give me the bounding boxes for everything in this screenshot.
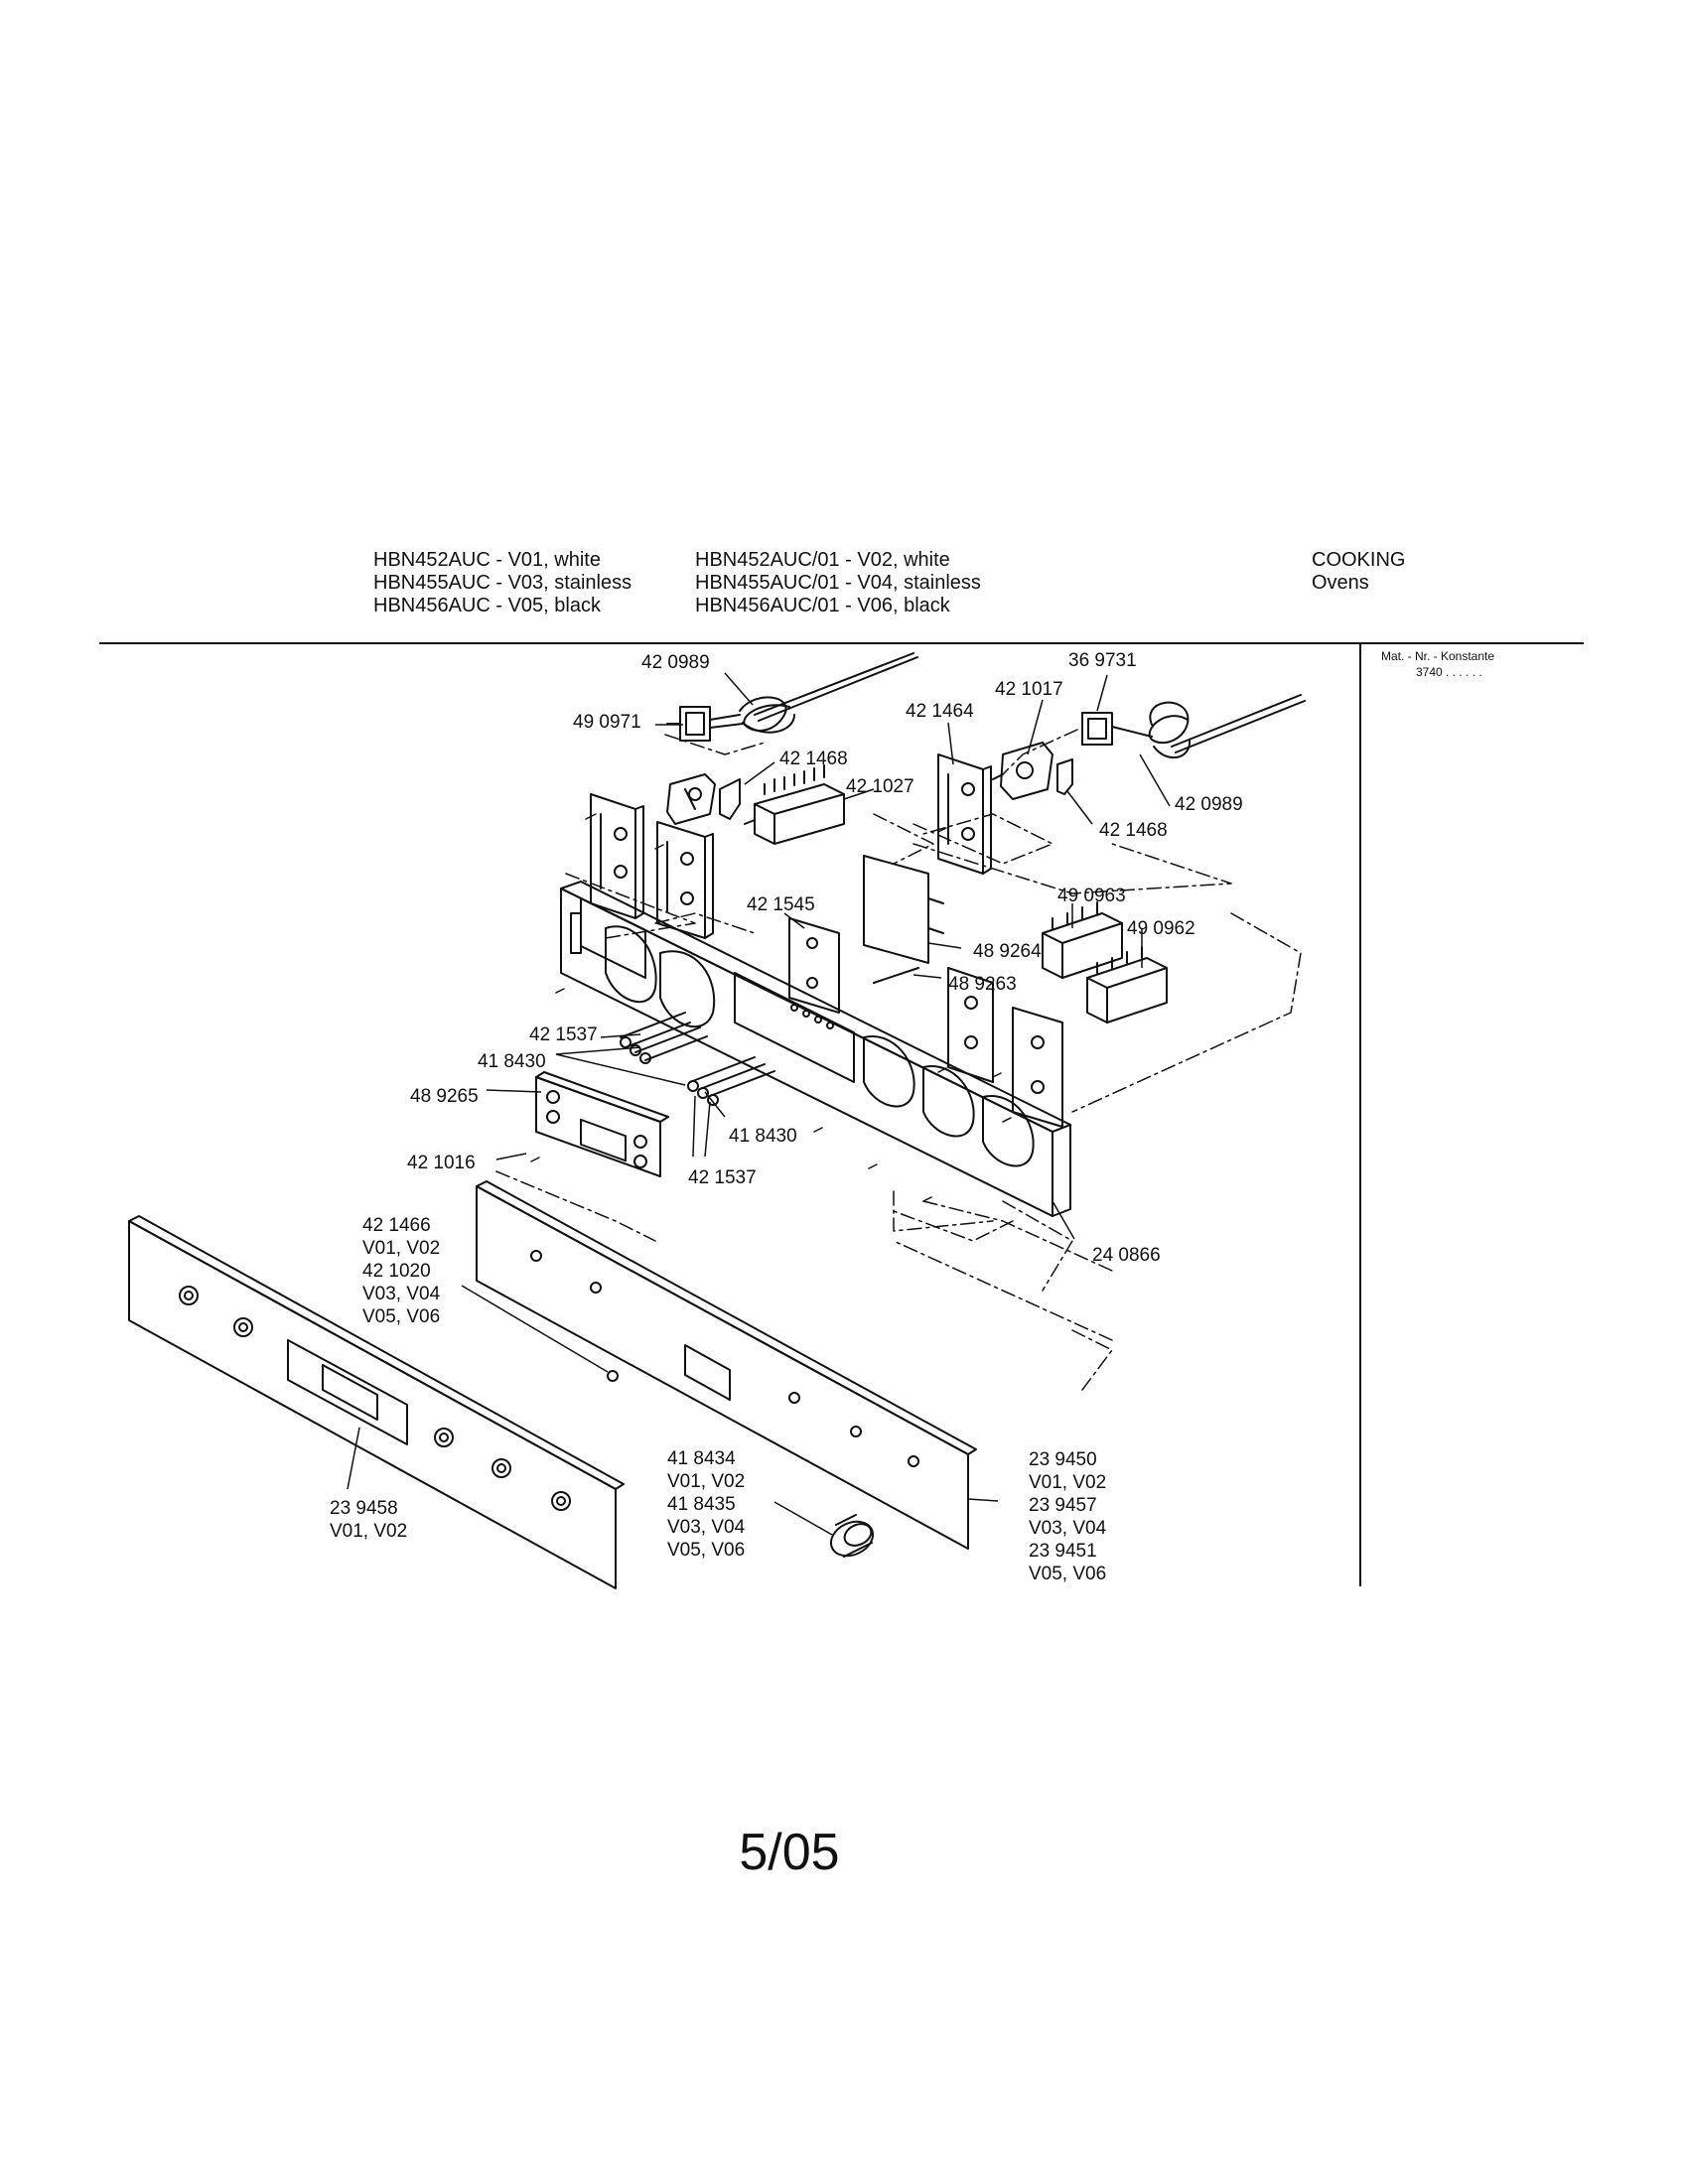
side-divider bbox=[1359, 643, 1361, 1586]
part-label: 42 1017 bbox=[995, 679, 1063, 700]
left-fascia-panel-drawing bbox=[128, 1215, 625, 1589]
push-buttons-drawing bbox=[620, 1012, 775, 1106]
part-label: 42 1466 bbox=[362, 1215, 431, 1236]
part-label: V05, V06 bbox=[1029, 1564, 1106, 1584]
thermostat-left-drawing bbox=[666, 652, 918, 742]
part-label: V01, V02 bbox=[1029, 1472, 1106, 1493]
part-label: 23 9458 bbox=[330, 1498, 398, 1519]
part-label: V01, V02 bbox=[330, 1521, 407, 1542]
selector-switch-left-drawing bbox=[744, 764, 845, 845]
page-number: 5/05 bbox=[739, 1824, 840, 1881]
display-module-drawing bbox=[535, 1071, 669, 1177]
part-label: V03, V04 bbox=[1029, 1518, 1107, 1539]
right-fascia-panel-drawing bbox=[476, 1180, 977, 1550]
bracket-center-drawing bbox=[788, 917, 840, 1014]
header-model-line: HBN455AUC/01 - V04, stainless bbox=[695, 572, 981, 594]
header-category: COOKING Ovens bbox=[1312, 549, 1405, 595]
header-divider bbox=[99, 642, 1584, 644]
part-label: 48 9264 bbox=[973, 941, 1042, 962]
part-label: 42 1027 bbox=[846, 776, 914, 797]
part-label: 23 9451 bbox=[1029, 1541, 1097, 1562]
circuit-board-drawing bbox=[863, 855, 944, 964]
bracket-upper-right bbox=[937, 753, 992, 875]
part-label: 41 8430 bbox=[729, 1126, 797, 1147]
part-label: 42 0989 bbox=[641, 652, 710, 673]
part-label: V05, V06 bbox=[362, 1306, 440, 1327]
bracket-lower-right-a bbox=[947, 967, 994, 1083]
part-label: 41 8435 bbox=[667, 1494, 736, 1515]
part-label: 42 1468 bbox=[1099, 820, 1168, 841]
part-label: 42 1537 bbox=[529, 1024, 598, 1045]
header-model-line: HBN455AUC - V03, stainless bbox=[373, 572, 632, 594]
header-model-line: HBN456AUC - V05, black bbox=[373, 595, 601, 616]
part-label: 49 0971 bbox=[573, 712, 641, 733]
part-label: 41 8434 bbox=[667, 1448, 736, 1469]
header-models-b: HBN452AUC/01 - V02, white HBN455AUC/01 -… bbox=[695, 549, 981, 617]
thermostat-right-drawing bbox=[1081, 694, 1306, 759]
header-model-line: HBN452AUC - V01, white bbox=[373, 549, 601, 571]
subcategory-label: Ovens bbox=[1312, 572, 1369, 594]
category-label: COOKING bbox=[1312, 549, 1406, 571]
part-label: 42 1537 bbox=[688, 1167, 757, 1188]
switch-element-right-drawing bbox=[992, 742, 1053, 800]
part-label: 49 0963 bbox=[1057, 886, 1126, 906]
part-label: 42 1020 bbox=[362, 1261, 431, 1282]
material-number-label: Mat. - Nr. - Konstante bbox=[1381, 649, 1495, 663]
clip-right-drawing bbox=[1056, 758, 1073, 795]
part-label: 23 9457 bbox=[1029, 1495, 1097, 1516]
part-label: 48 9263 bbox=[948, 974, 1017, 995]
header-model-line: HBN452AUC/01 - V02, white bbox=[695, 549, 950, 571]
part-label: 42 1016 bbox=[407, 1153, 476, 1173]
part-label: 42 1468 bbox=[779, 749, 848, 769]
leader-lines bbox=[347, 672, 1171, 1536]
header-models-a: HBN452AUC - V01, white HBN455AUC - V03, … bbox=[373, 549, 632, 617]
bracket-upper-middle bbox=[656, 821, 714, 939]
clip-left-drawing bbox=[719, 778, 741, 820]
part-label: V03, V04 bbox=[362, 1284, 441, 1304]
part-label: 24 0866 bbox=[1092, 1245, 1161, 1266]
selector-switch-lower-right-drawing bbox=[1086, 946, 1168, 1024]
control-knob-drawing bbox=[829, 1514, 875, 1558]
knob-cap-drawing bbox=[607, 1370, 619, 1382]
header-model-line: HBN456AUC/01 - V06, black bbox=[695, 595, 950, 616]
part-label: V05, V06 bbox=[667, 1540, 745, 1561]
part-label: V03, V04 bbox=[667, 1517, 746, 1538]
screw-489263-drawing bbox=[873, 967, 919, 984]
part-label: 36 9731 bbox=[1068, 650, 1137, 671]
part-label: V01, V02 bbox=[362, 1238, 440, 1259]
part-label: 49 0962 bbox=[1127, 918, 1195, 939]
control-frame-drawing bbox=[560, 881, 1071, 1217]
material-number-value: 3740 . . . . . . bbox=[1416, 665, 1482, 679]
part-label: 23 9450 bbox=[1029, 1449, 1097, 1470]
part-label: V01, V02 bbox=[667, 1471, 745, 1492]
material-number-block: Mat. - Nr. - Konstante 3740 . . . . . . bbox=[1381, 648, 1494, 680]
screws-drawing bbox=[530, 813, 1012, 1202]
switch-element-left-drawing bbox=[666, 773, 716, 825]
bracket-lower-right-b bbox=[1012, 1007, 1063, 1128]
part-label: 48 9265 bbox=[410, 1086, 479, 1107]
part-label: 42 1464 bbox=[906, 701, 974, 722]
part-label: 41 8430 bbox=[478, 1051, 546, 1072]
part-label: 42 1545 bbox=[747, 894, 815, 915]
part-labels: 42 0989 49 0971 36 9731 42 1017 42 1464 … bbox=[330, 650, 1243, 1584]
part-label: 42 0989 bbox=[1175, 794, 1243, 815]
selector-switch-upper-right-drawing bbox=[1042, 901, 1123, 979]
